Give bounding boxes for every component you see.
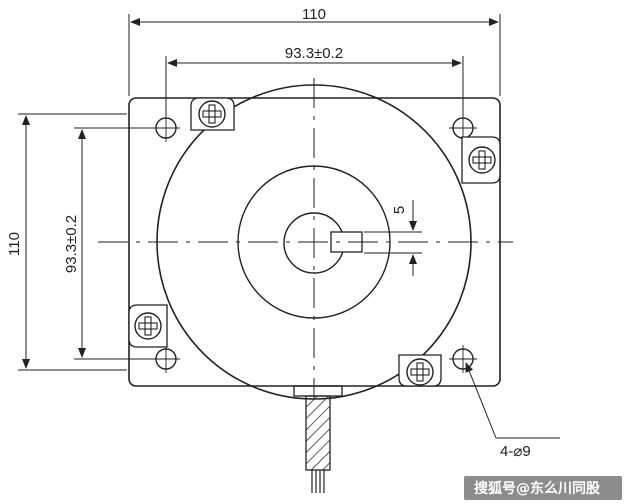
dim-overall-width-label: 110: [302, 6, 326, 23]
dim-keyway: 5: [364, 200, 422, 276]
dim-overall-width: 110: [128, 6, 501, 96]
watermark-text: 搜狐号@东么川同股: [474, 480, 601, 497]
mounting-hole-top-left: [152, 114, 180, 142]
dim-overall-height-label: 110: [6, 232, 23, 256]
dim-hole-spacing-vertical: 93.3±0.2: [63, 127, 154, 360]
dim-holes-leader: 4-⌀9: [465, 362, 560, 460]
dim-hole-spacing-vertical-label: 93.3±0.2: [63, 215, 80, 273]
mounting-hole-bottom-right: [449, 345, 477, 373]
cable: [293, 385, 343, 493]
screw-icon-bottom: [398, 354, 442, 387]
dim-hole-spacing-horizontal: 93.3±0.2: [165, 45, 464, 116]
screw-icon-right: [461, 136, 501, 184]
dim-keyway-label: 5: [391, 206, 408, 214]
watermark: 搜狐号@东么川同股: [464, 476, 622, 500]
dim-hole-spacing-horizontal-label: 93.3±0.2: [285, 45, 343, 62]
screw-icon-top: [190, 97, 235, 131]
screw-icon-left: [128, 304, 168, 348]
mounting-hole-bottom-left: [152, 345, 180, 373]
dim-holes-label: 4-⌀9: [500, 443, 531, 460]
dim-overall-height: 110: [6, 113, 127, 371]
